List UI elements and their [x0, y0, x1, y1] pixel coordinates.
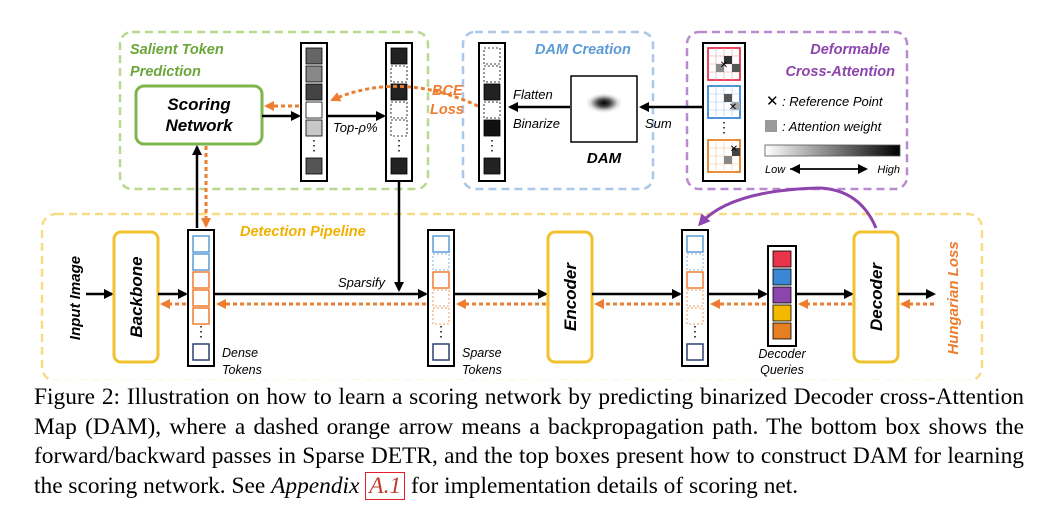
- intensity-colorbar: [764, 144, 901, 157]
- dam-binary-column: ⋮: [478, 42, 506, 182]
- queries-label: Queries: [760, 363, 804, 377]
- score-column: ⋮: [300, 42, 328, 182]
- svg-text:⋮: ⋮: [307, 137, 321, 153]
- dam-label: DAM: [587, 150, 622, 167]
- bce-label: BCE: [432, 83, 464, 99]
- detection-pipeline-box: [40, 212, 984, 380]
- svg-text:✕: ✕: [730, 144, 738, 155]
- bce-loss-label: Loss: [430, 102, 464, 118]
- dam-creation-box: [461, 30, 655, 191]
- svg-text:⋮: ⋮: [434, 323, 448, 339]
- salient-title: Salient Token: [130, 42, 224, 58]
- encoder-box: [546, 230, 594, 364]
- pipeline-title: Detection Pipeline: [240, 224, 366, 240]
- top-rho-label: Top-ρ%: [333, 120, 378, 135]
- sparse-tokens: ⋮: [427, 229, 455, 367]
- svg-text:⋮: ⋮: [194, 323, 208, 339]
- reference-point-label: : Reference Point: [782, 94, 884, 109]
- figure-caption: Figure 2: Illustration on how to learn a…: [34, 383, 1024, 501]
- decoder-queries-label: Decoder: [758, 347, 806, 361]
- backbone-box: [112, 230, 160, 364]
- reference-point-icon: ✕: [766, 93, 779, 110]
- appendix-word: Appendix: [271, 472, 360, 499]
- attention-weight-label: : Attention weight: [782, 119, 883, 134]
- decoder-label: Decoder: [867, 262, 886, 331]
- deformable-title-2: Cross-Attention: [785, 64, 895, 80]
- svg-text:⋮: ⋮: [688, 323, 702, 339]
- decoder-queries: [767, 245, 797, 347]
- dense-tokens: ⋮: [187, 229, 215, 367]
- svg-text:✕: ✕: [720, 60, 728, 71]
- caption-text: Figure 2: Illustration on how to learn a…: [34, 384, 1024, 499]
- svg-text:⋮: ⋮: [485, 137, 499, 153]
- encoder-label: Encoder: [561, 262, 580, 331]
- deformable-attention-box: [685, 30, 909, 191]
- scoring-label: Scoring: [167, 95, 231, 114]
- svg-text:✕: ✕: [729, 102, 737, 113]
- topk-column: ⋮: [385, 42, 413, 182]
- appendix-link[interactable]: A.1: [365, 471, 406, 500]
- binarize-label: Binarize: [513, 116, 560, 131]
- attention-weight-icon: [765, 120, 777, 132]
- encoded-tokens: ⋮: [681, 229, 709, 367]
- backbone-label: Backbone: [127, 256, 146, 337]
- sparse-tokens-label: Tokens: [462, 363, 502, 377]
- flatten-label: Flatten: [513, 87, 553, 102]
- dense-tokens-label: Tokens: [222, 363, 262, 377]
- low-label: Low: [765, 164, 786, 176]
- dam-creation-title: DAM Creation: [535, 42, 631, 58]
- input-image-label: Input Image: [67, 256, 84, 340]
- svg-text:⋮: ⋮: [392, 137, 406, 153]
- figure-diagram: Salient Token Prediction DAM Creation De…: [40, 30, 984, 380]
- high-label: High: [877, 164, 900, 176]
- sparsify-label: Sparsify: [338, 275, 386, 290]
- sparse-label: Sparse: [462, 346, 502, 360]
- dense-label: Dense: [222, 346, 258, 360]
- decoder-box: [852, 230, 900, 364]
- deformable-title: Deformable: [810, 42, 890, 58]
- attention-map-column: ✕ ✕ ⋮ ✕: [702, 42, 746, 182]
- salient-title-2: Prediction: [130, 64, 201, 80]
- svg-text:⋮: ⋮: [717, 119, 731, 135]
- sum-label: Sum: [645, 116, 672, 131]
- caption-end: for implementation details of scoring ne…: [405, 472, 799, 499]
- salient-token-box: [118, 30, 430, 191]
- network-label: Network: [165, 116, 234, 135]
- hungarian-loss-label: Hungarian Loss: [945, 241, 962, 354]
